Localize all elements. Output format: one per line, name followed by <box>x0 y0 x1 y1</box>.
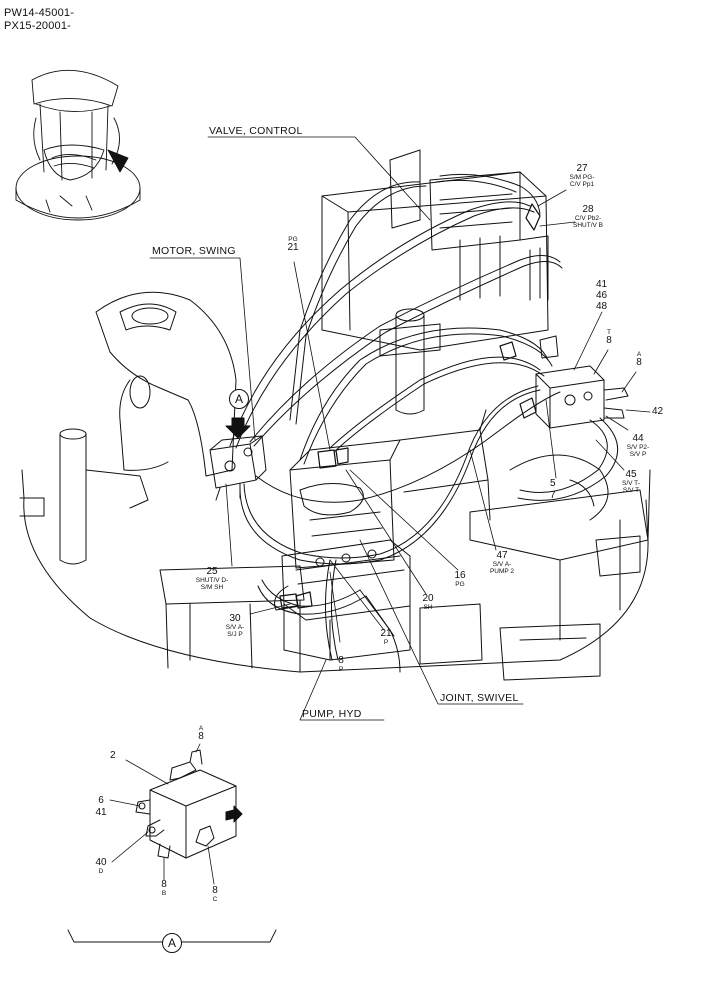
view-a-marker: A <box>229 389 249 409</box>
label-motor-swing: MOTOR, SWING <box>152 245 236 257</box>
detail-callout-8-a: A 8 <box>198 725 204 743</box>
callout-8-t: T 8 <box>606 329 612 347</box>
callout-8-p: 8 P <box>338 655 344 674</box>
callout-21-p: 21 P <box>380 628 392 647</box>
detail-callout-2: 2 <box>110 750 116 761</box>
swivel-joint <box>289 409 491 569</box>
callout-25: 25 SHUT/V D- S/M SH <box>195 566 229 592</box>
detail-callout-8-c: 8 C <box>212 885 218 904</box>
label-pump-hyd: PUMP, HYD <box>302 708 362 720</box>
label-joint-swivel: JOINT, SWIVEL <box>440 692 519 704</box>
machine-thumbnail <box>15 69 141 221</box>
callout-8-a: A 8 <box>636 351 642 369</box>
callout-28: 28 C/V Pb2- SHUT/V B <box>573 204 603 230</box>
callout-30: 30 S/V A- S/J P <box>225 613 245 639</box>
detail-callout-40: 40 D <box>95 857 107 876</box>
detail-view-a <box>67 743 277 943</box>
callout-45: 45 S/V T- S/V T <box>622 469 640 495</box>
swing-motor-block <box>209 435 267 501</box>
detail-a-label: A <box>162 933 182 953</box>
view-a-arrow <box>225 417 251 439</box>
callout-44: 44 S/V P2- S/V P <box>626 433 650 459</box>
label-valve-control: VALVE, CONTROL <box>209 125 303 137</box>
callout-27: 27 S/M PG- C/V Pp1 <box>569 163 595 189</box>
right-valve-block <box>535 335 629 429</box>
hose-fittings <box>279 203 541 609</box>
leader-lines <box>149 136 651 721</box>
callout-41-46-48: 41 46 48 <box>596 279 608 312</box>
upper-frame <box>19 291 651 681</box>
model-range-line-2: PX15-20001- <box>4 20 72 32</box>
callout-42: 42 <box>652 406 664 417</box>
callout-16: 16 PG <box>454 570 466 589</box>
callout-47: 47 S/V A- PUMP 2 <box>489 550 515 576</box>
model-range-line-1: PW14-45001- <box>4 7 75 19</box>
detail-callout-6-41: 6 41 <box>95 795 107 818</box>
callout-5-7: 5 7 <box>550 478 556 501</box>
callout-20: 20 SH <box>422 593 434 612</box>
control-valve-block <box>321 149 549 415</box>
hydraulic-pump <box>274 539 411 661</box>
detail-callout-8-b: 8 B <box>161 879 167 898</box>
hydraulic-hoses <box>229 173 619 673</box>
callout-21-pg: PG 21 <box>287 236 299 254</box>
